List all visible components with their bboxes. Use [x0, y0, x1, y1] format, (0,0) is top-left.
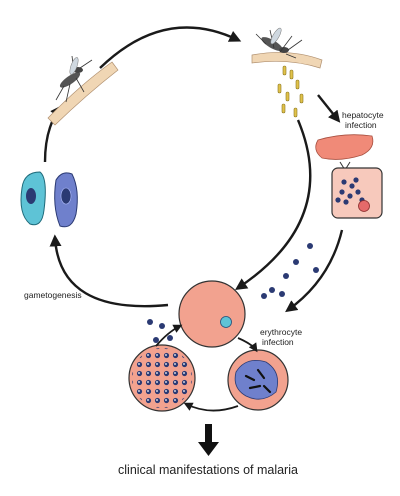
arrow-down-icon [198, 424, 219, 456]
erythrocyte-center [178, 280, 246, 348]
hepatocyte-infection-label-line1: hepatocyte [342, 110, 384, 120]
gametocytes [20, 171, 78, 228]
arrow-sporozoite-to-erythrocyte [235, 119, 312, 290]
liver-icon [315, 134, 374, 171]
blood-cycle-arrows [155, 324, 258, 412]
erythrocyte-infection-label-line1: erythrocyte [260, 327, 302, 337]
merozoites [147, 243, 319, 343]
sporozoites [277, 65, 304, 118]
gametogenesis-label: gametogenesis [24, 290, 82, 300]
arrow-to-liver [317, 94, 341, 123]
cycle-arrows [43, 26, 344, 313]
arrow-mosquito-to-mosquito [99, 26, 242, 69]
mosquito-icon-right [251, 27, 323, 69]
hepatocyte-infection-label-line2: infection [345, 120, 377, 130]
clinical-manifestations-label: clinical manifestations of malaria [118, 463, 298, 477]
erythrocyte-schizont [128, 344, 196, 412]
hepatocyte-cell [331, 167, 383, 219]
erythrocyte-infection-label-line2: infection [262, 337, 294, 347]
arrow-hepatocyte-release [285, 229, 344, 313]
mosquito-icon-left [47, 55, 119, 126]
arrow-gametogenesis [49, 234, 169, 308]
erythrocyte-trophozoite [227, 349, 289, 411]
